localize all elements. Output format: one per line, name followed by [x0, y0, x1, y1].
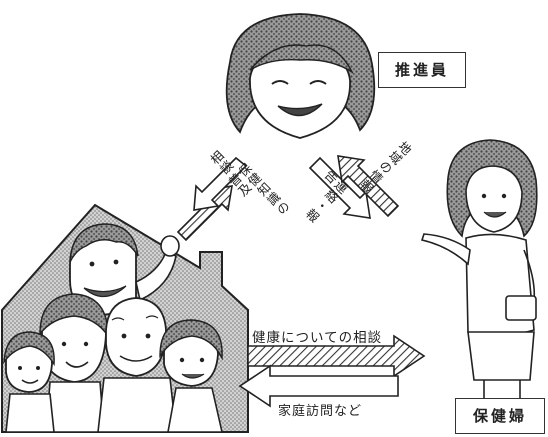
family-house: [1, 203, 249, 433]
promoter-label-box: 推進員: [378, 52, 466, 88]
son-figure: [3, 331, 55, 433]
daughter-figure: [159, 319, 224, 433]
arrow-nurse-to-promoter: [337, 155, 400, 218]
promoter-figure: [225, 13, 376, 139]
arrow-promoter-to-nurse: [308, 156, 371, 219]
label-health-consultation: 健康についての相談: [252, 330, 383, 346]
arrow-promoter-to-family: [193, 156, 248, 211]
nurse-figure: [420, 139, 538, 413]
mother-figure: [39, 293, 109, 433]
arrow-nurse-to-family: [238, 364, 399, 408]
grandfather-figure: [97, 297, 177, 433]
label-home-visits: 家庭訪問など: [278, 404, 363, 419]
nurse-label-box: 保健婦: [455, 398, 545, 434]
arrow-family-to-nurse: [247, 334, 426, 378]
